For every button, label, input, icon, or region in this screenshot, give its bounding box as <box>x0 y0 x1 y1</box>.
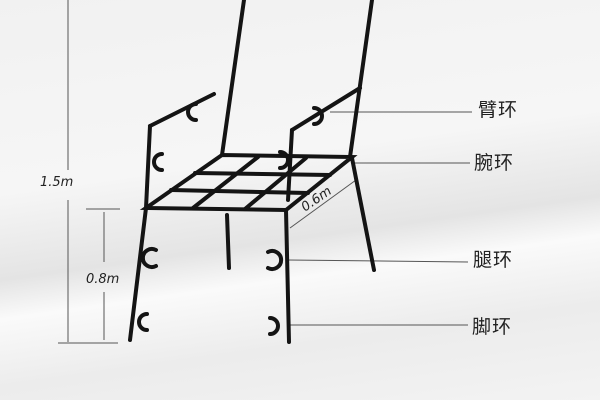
arm-ring-right-icon <box>312 106 324 126</box>
leg-ring-leader <box>287 259 469 263</box>
foot-ring-left-icon <box>137 312 149 332</box>
chair-frame <box>128 0 376 344</box>
arm-ring-left-icon <box>186 102 198 122</box>
wrist-ring-left-icon <box>152 152 164 172</box>
seat-height-label: 0.8m <box>86 272 120 287</box>
foot-ring-right-icon <box>268 316 280 336</box>
wrist-ring-label: 腕环 <box>474 152 515 174</box>
wrist-ring-right-icon <box>278 150 290 170</box>
foot-ring-label: 脚环 <box>472 316 513 338</box>
leg-ring-right-icon <box>266 249 284 271</box>
total-height-label: 1.5m <box>40 175 74 190</box>
leg-ring-left-icon <box>140 247 158 269</box>
arm-ring-label: 臂环 <box>478 99 519 121</box>
dimension-lines <box>58 0 472 344</box>
depth-dimension-line <box>289 179 357 229</box>
rings <box>137 102 324 336</box>
leg-ring-label: 腿环 <box>473 249 514 271</box>
